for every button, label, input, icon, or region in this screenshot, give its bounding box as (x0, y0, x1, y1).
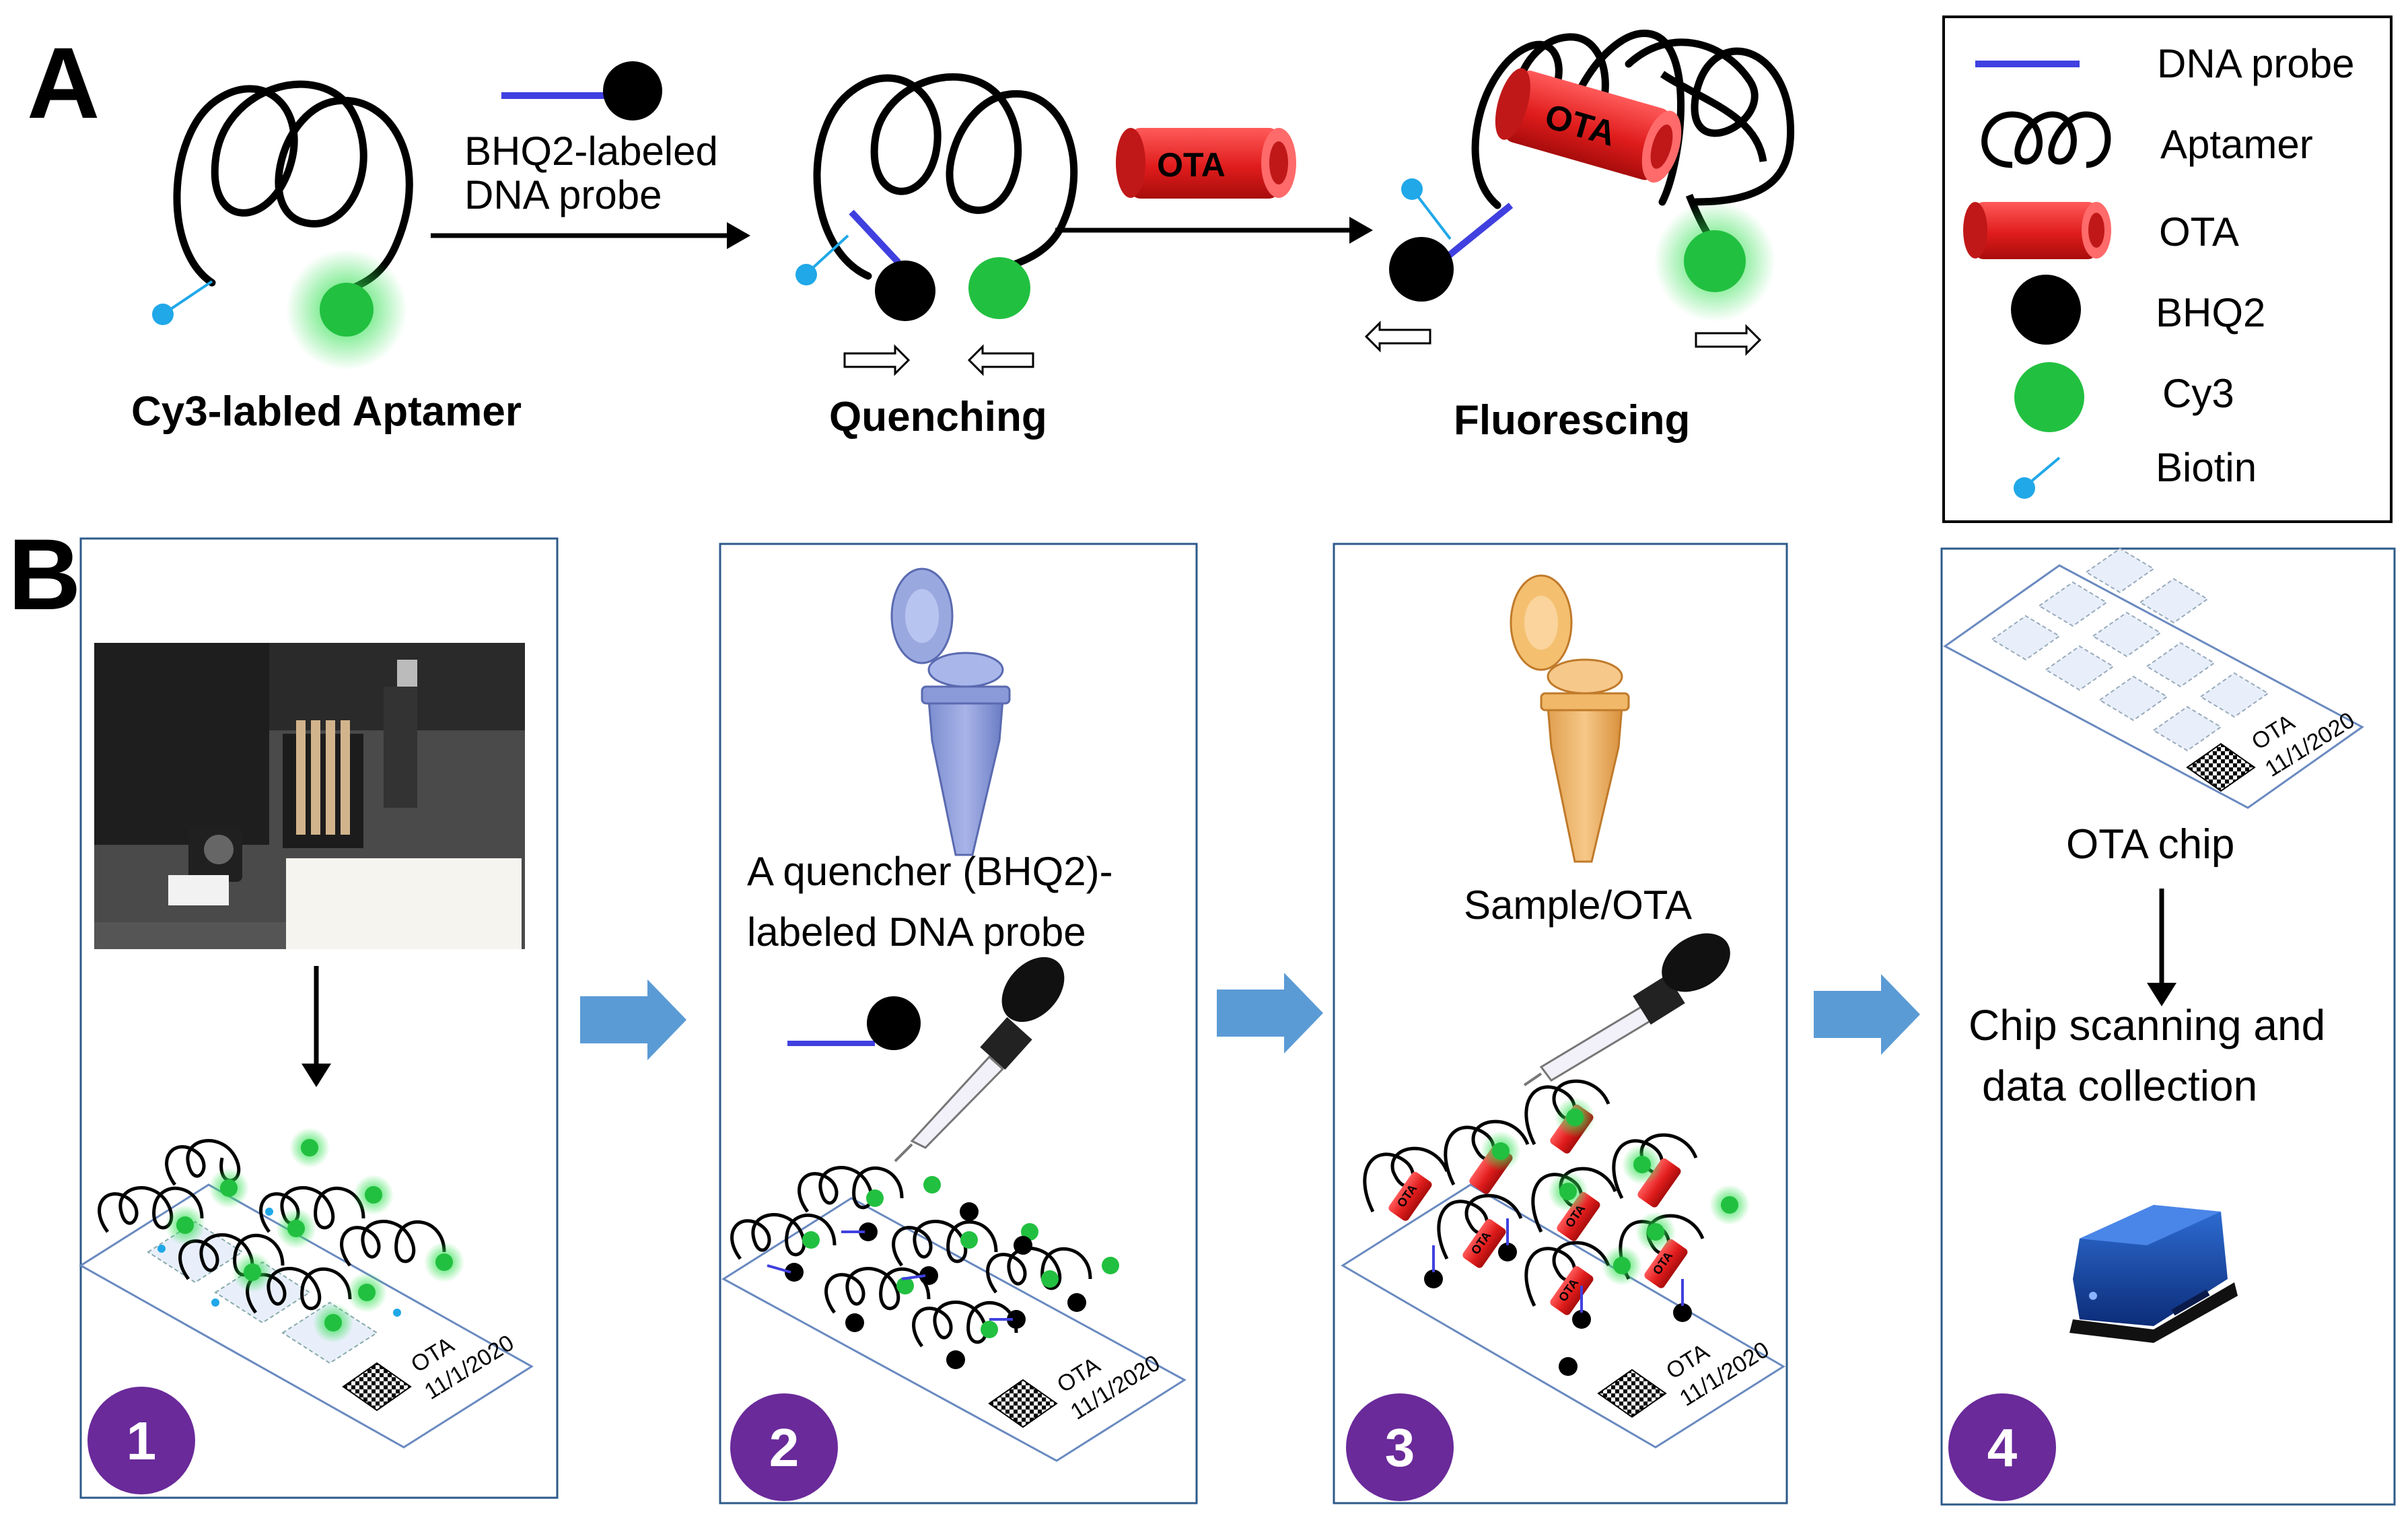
probe-label-line1: BHQ2-labeled (464, 129, 718, 174)
legend-label-ota: OTA (2159, 209, 2239, 254)
step3-dropper-icon (1523, 933, 1730, 1086)
step4-number-badge: 4 (1948, 1393, 2056, 1501)
step2-probe-icon (787, 996, 921, 1050)
legend-label-biotin: Biotin (2156, 445, 2257, 490)
arrow-to-fluorescing (1055, 217, 1373, 244)
step4-text-line2: data collection (1982, 1062, 2257, 1110)
ota-reagent-label: OTA (1157, 146, 1226, 184)
stage3-fluorescing: OTA (1364, 30, 1795, 356)
step1-number-badge: 1 (87, 1387, 195, 1494)
legend-label-bhq2: BHQ2 (2156, 290, 2265, 335)
step3-tube-icon (1510, 574, 1630, 863)
legend-bhq2-icon (2011, 275, 2081, 345)
step1-chip: OTA 11/1/2020 (79, 1183, 534, 1449)
stage3-label: Fluorescing (1454, 397, 1690, 444)
legend-ota-icon (1963, 202, 2111, 259)
step2-number-badge: 2 (730, 1393, 838, 1501)
step3-chip: OTA 11/1/2020 (1341, 1183, 1785, 1449)
stage1-label: Cy3-labled Aptamer (131, 388, 522, 435)
arrow-to-quenching (431, 222, 750, 249)
probe-reagent (501, 61, 662, 120)
stage1-aptamer (152, 80, 413, 370)
ota-reagent: OTA (1116, 128, 1296, 199)
legend: DNA probe Aptamer OTA BHQ2 Cy3 Biotin (1942, 15, 2393, 523)
legend-biotin-icon (2014, 477, 2035, 499)
legend-cy3-icon (2014, 362, 2084, 432)
panel-b-letter: B (8, 518, 81, 631)
stage2-quenching (795, 73, 1078, 376)
step3-number: 3 (1385, 1418, 1415, 1478)
step4-number: 4 (1987, 1418, 2018, 1478)
legend-label-aptamer: Aptamer (2160, 122, 2313, 167)
step1-number: 1 (127, 1411, 157, 1471)
legend-aptamer-icon (1981, 111, 2111, 168)
step4-chip-text: OTA chip (2066, 821, 2234, 868)
step2-number: 2 (769, 1418, 800, 1478)
legend-label-cy3: Cy3 (2162, 371, 2234, 416)
step4-text-line1: Chip scanning and (1969, 1001, 2325, 1049)
microarray-scanner (2069, 1205, 2238, 1343)
step3-text-line1: Sample/OTA (1464, 882, 1692, 928)
legend-label-dna-probe: DNA probe (2157, 41, 2355, 86)
step2-aptamer-array (730, 1166, 1119, 1369)
stage2-label: Quenching (829, 394, 1047, 440)
step2-tube-icon (890, 567, 1011, 856)
step4-down-arrow (2147, 889, 2176, 1006)
probe-label-line2: DNA probe (464, 172, 662, 217)
step1-aptamer-array (98, 1128, 464, 1343)
step4-chip: OTA 11/1/2020 (1943, 547, 2364, 809)
step2-dropper-icon (894, 957, 1065, 1163)
flow-arrows (580, 973, 1920, 1060)
panel-a-letter: A (27, 26, 100, 139)
step3-bound-array: OTA OTA OTA OTA OTA (1363, 1079, 1750, 1376)
step2-text-line1: A quencher (BHQ2)- (747, 849, 1113, 894)
spotting-instrument (94, 643, 525, 949)
step3-number-badge: 3 (1346, 1393, 1454, 1501)
step1-down-arrow (302, 966, 331, 1087)
step2-text-line2: labeled DNA probe (747, 909, 1086, 955)
